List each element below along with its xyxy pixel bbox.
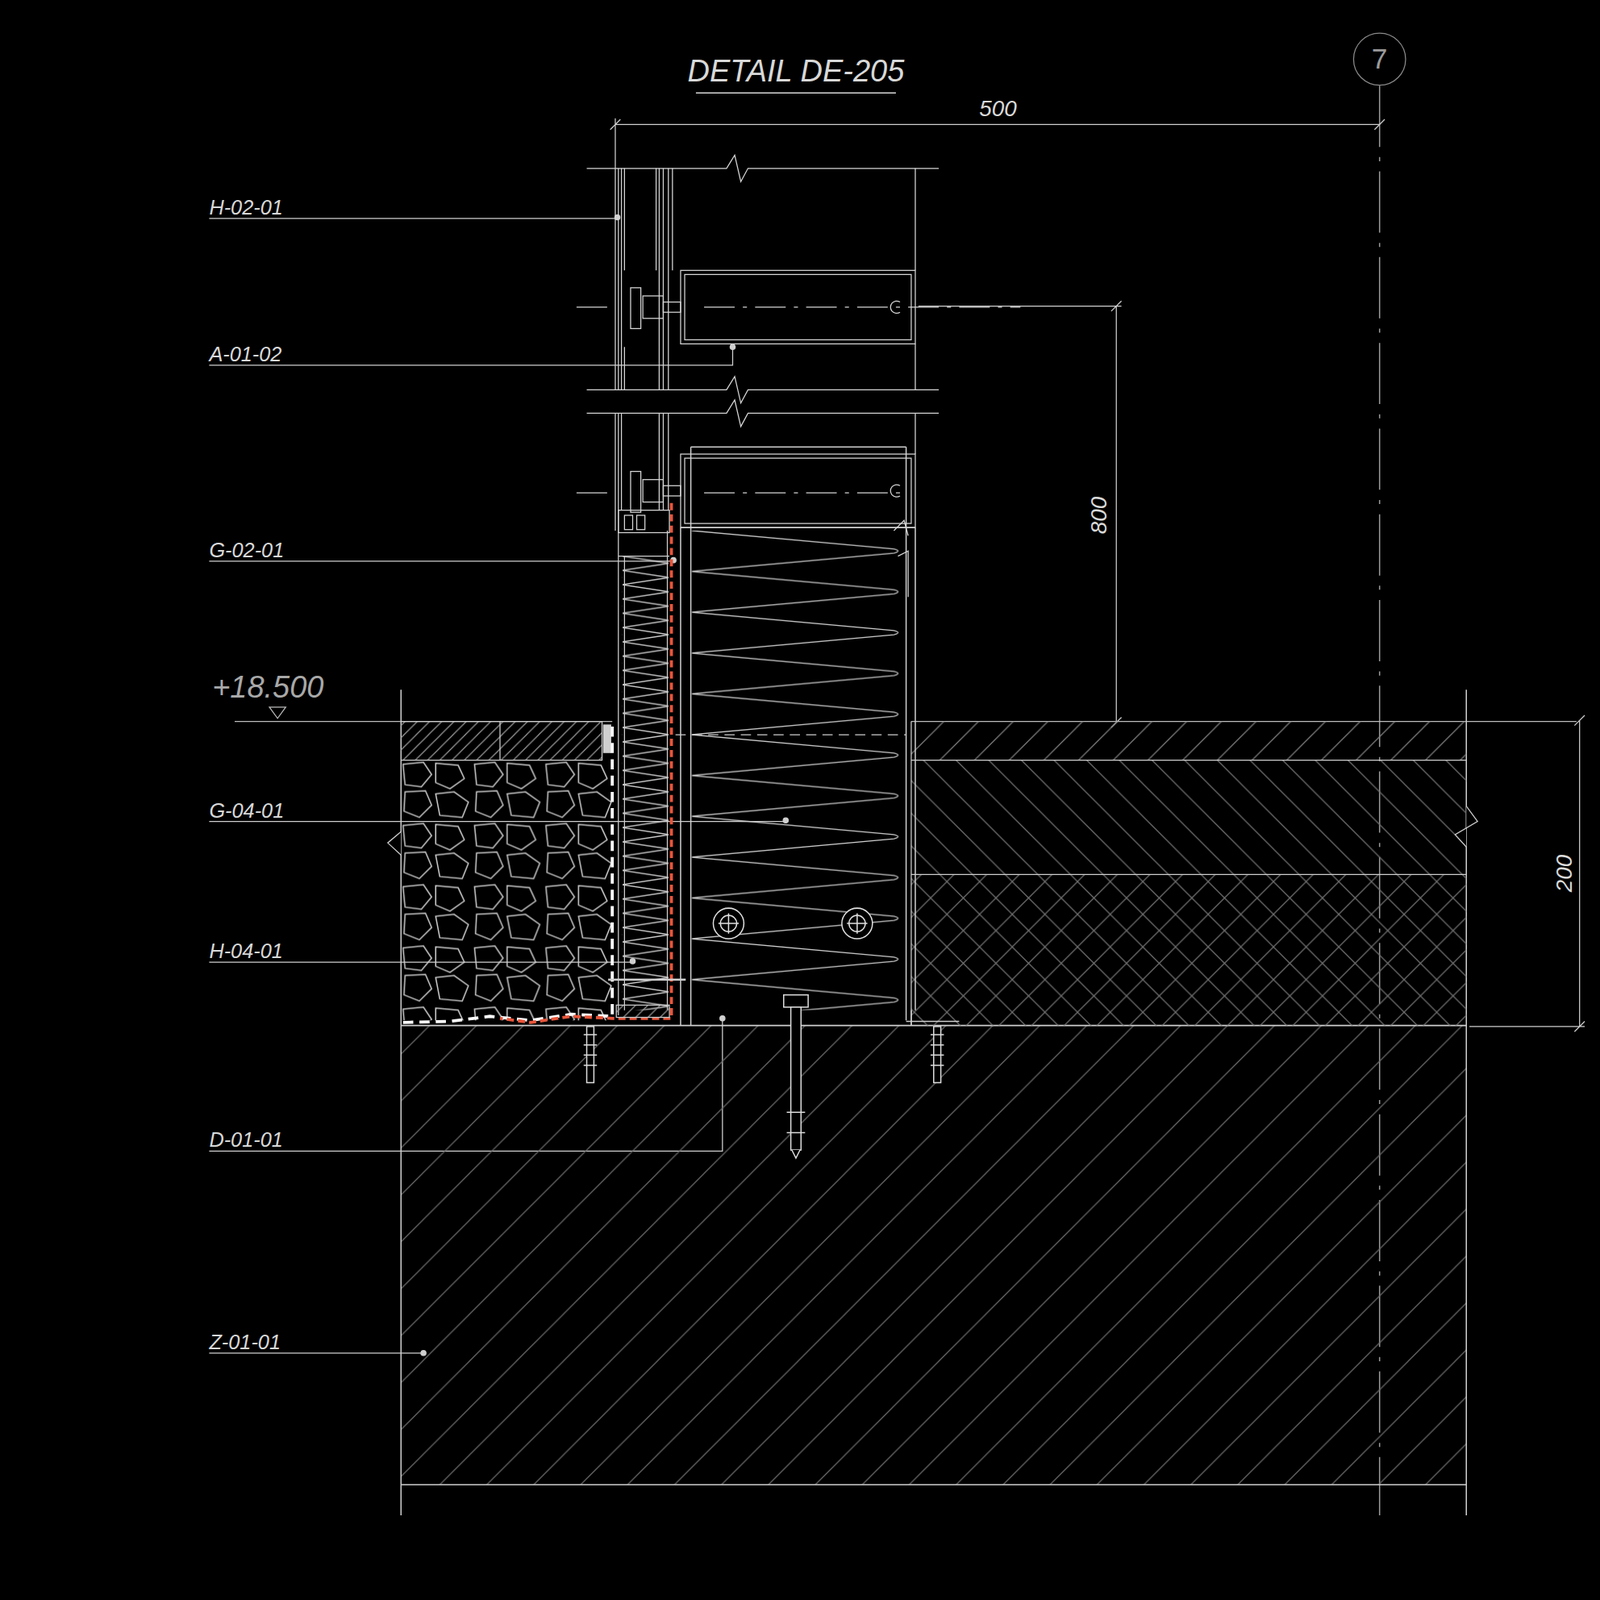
anchors bbox=[583, 995, 945, 1159]
plinth-insulation bbox=[685, 530, 906, 1011]
concrete-slab bbox=[400, 689, 1467, 1516]
callout-code: A-01-02 bbox=[208, 343, 282, 364]
concrete-slab bbox=[400, 689, 1467, 1516]
grid-bubble: 7 bbox=[1353, 32, 1407, 86]
anchors bbox=[930, 1034, 944, 1066]
membranes bbox=[500, 503, 672, 1023]
anchors bbox=[583, 1034, 597, 1066]
callout-code: D-01-01 bbox=[208, 1129, 283, 1150]
detail-title: DETAIL DE-205 bbox=[687, 56, 905, 88]
wall-insulation bbox=[608, 530, 686, 1018]
anchors bbox=[791, 1007, 802, 1150]
curtain-wall bbox=[642, 479, 663, 503]
membranes bbox=[400, 503, 671, 1023]
title-underline bbox=[695, 91, 896, 94]
plinth-insulation bbox=[846, 912, 867, 934]
level-mark: +18.500 bbox=[212, 672, 324, 704]
curtain-wall bbox=[630, 287, 642, 330]
curtain-wall bbox=[890, 484, 900, 497]
leader-lines bbox=[208, 346, 733, 366]
external-paving bbox=[400, 721, 602, 761]
title-underline bbox=[695, 92, 896, 94]
callout-code: Z-01-01 bbox=[208, 1331, 281, 1352]
leader-lines bbox=[208, 217, 617, 219]
curtain-wall bbox=[587, 154, 940, 182]
external-paving bbox=[400, 721, 602, 761]
curtain-wall bbox=[637, 515, 646, 530]
leader-lines bbox=[729, 344, 735, 350]
anchors bbox=[787, 1112, 806, 1159]
curtain-wall bbox=[615, 412, 916, 531]
callout-code: H-04-01 bbox=[208, 941, 283, 962]
curtain-wall bbox=[615, 168, 916, 391]
grid-number: 7 bbox=[1371, 45, 1388, 74]
concrete-slab bbox=[400, 1025, 1467, 1485]
curtain-wall bbox=[618, 510, 670, 534]
external-paving bbox=[603, 724, 612, 753]
callout-code: H-02-01 bbox=[208, 196, 283, 217]
anchors bbox=[783, 995, 809, 1008]
callout-code: G-02-01 bbox=[208, 539, 284, 560]
floor-build-up bbox=[911, 721, 1478, 1026]
dimension-lines bbox=[610, 118, 1385, 169]
level-mark bbox=[269, 707, 286, 719]
leader-lines bbox=[720, 1016, 725, 1021]
plinth-insulation bbox=[841, 908, 873, 939]
floor-build-up bbox=[911, 721, 1467, 1026]
plinth-insulation bbox=[675, 733, 907, 735]
plinth-insulation bbox=[718, 912, 739, 934]
curtain-wall bbox=[662, 485, 681, 496]
dimension-text: 500 bbox=[979, 97, 1017, 121]
floor-build-up bbox=[1454, 806, 1478, 848]
curtain-wall bbox=[576, 154, 1021, 597]
dimension-text: 200 bbox=[1553, 854, 1576, 892]
curtain-wall bbox=[587, 400, 940, 427]
floor-build-up bbox=[911, 760, 1467, 875]
floor-build-up bbox=[911, 721, 1467, 761]
membranes bbox=[400, 726, 613, 1023]
leader-lines bbox=[208, 560, 674, 562]
curtain-wall bbox=[576, 307, 1021, 493]
wall-insulation bbox=[618, 530, 670, 1016]
dimension-lines bbox=[918, 300, 1122, 728]
plinth-insulation bbox=[680, 446, 959, 1025]
dimension-lines bbox=[610, 118, 1585, 1032]
plinth-insulation bbox=[712, 908, 744, 939]
curtain-wall bbox=[642, 295, 663, 319]
leader-lines bbox=[208, 1352, 424, 1354]
external-paving bbox=[387, 721, 613, 1021]
wall-insulation bbox=[622, 556, 669, 1011]
curtain-wall bbox=[624, 515, 633, 530]
floor-build-up bbox=[911, 874, 1467, 1025]
curtain-wall bbox=[893, 520, 909, 597]
plinth-insulation bbox=[675, 446, 960, 1025]
curtain-wall bbox=[630, 471, 642, 513]
curtain-wall bbox=[684, 458, 912, 524]
plinth-insulation bbox=[712, 908, 872, 939]
wall-insulation bbox=[616, 1004, 670, 1017]
wall-insulation bbox=[608, 978, 686, 981]
callout-code: G-04-01 bbox=[208, 800, 284, 821]
curtain-wall bbox=[662, 302, 681, 313]
dimension-lines bbox=[1469, 715, 1585, 1032]
curtain-wall bbox=[680, 454, 916, 528]
external-paving bbox=[387, 831, 401, 855]
dimension-text: 800 bbox=[1087, 496, 1111, 534]
external-paving bbox=[400, 761, 613, 1021]
curtain-wall bbox=[587, 376, 940, 404]
